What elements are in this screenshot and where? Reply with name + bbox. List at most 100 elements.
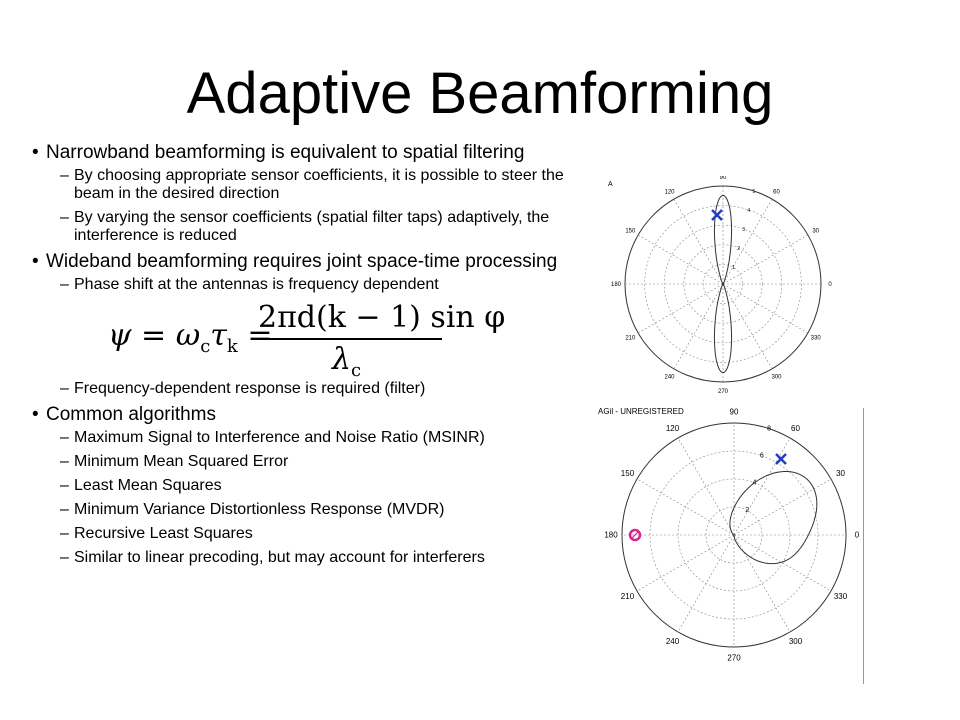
interferer-slash — [631, 531, 639, 539]
sub-bullet-text: By choosing appropriate sensor coefficie… — [74, 167, 564, 202]
angle-label: 30 — [812, 229, 819, 235]
angle-label: 300 — [771, 375, 782, 381]
dash-icon: – — [60, 501, 69, 518]
grid-spoke — [673, 283, 724, 370]
slide-title: Adaptive Beamforming — [186, 61, 774, 126]
angle-label: 30 — [836, 469, 845, 478]
radial-label: 5 — [752, 189, 755, 195]
marker-stroke — [775, 453, 787, 465]
sub-bullet-item: – By choosing appropriate sensor coeffic… — [28, 167, 588, 203]
formula-lhs: ψ = ωcτk = — [108, 318, 273, 357]
plot-header: A — [608, 181, 613, 188]
angle-label: 270 — [718, 389, 729, 395]
grid-spoke — [733, 534, 791, 633]
formula-denominator: λc — [332, 342, 362, 381]
marker-stroke — [711, 209, 723, 221]
bullet-item: • Common algorithms — [28, 404, 588, 425]
sub-bullet-text: Least Mean Squares — [74, 477, 222, 494]
radial-label: 1 — [732, 265, 735, 271]
angle-label: 180 — [604, 531, 618, 540]
sub-bullet-text: Minimum Mean Squared Error — [74, 453, 289, 470]
grid-ring — [621, 422, 847, 648]
sub-bullet-item: – Minimum Mean Squared Error — [28, 453, 588, 471]
grid-spoke — [722, 283, 773, 370]
radial-label: 2 — [737, 246, 740, 252]
bullet-dot-icon: • — [32, 142, 39, 163]
angle-label: 180 — [611, 282, 622, 288]
angle-label: 300 — [789, 637, 803, 646]
angle-label: 150 — [625, 229, 636, 235]
dash-icon: – — [60, 167, 69, 184]
sub-bullet-text: Minimum Variance Distortionless Response… — [74, 501, 445, 518]
grid-spoke — [673, 198, 724, 285]
sub-bullet-item: – Frequency-dependent response is requir… — [28, 380, 588, 398]
radial-label: 3 — [742, 227, 745, 233]
grid-spoke — [677, 534, 735, 633]
beam-pattern-curve — [713, 194, 733, 374]
beam-pattern-curve — [729, 471, 818, 565]
grid-spoke — [636, 478, 735, 536]
angle-label: 90 — [720, 176, 727, 181]
sub-bullet-text: Phase shift at the antennas is frequency… — [74, 276, 439, 293]
target-direction-marker — [711, 209, 723, 221]
grid-ring — [703, 264, 743, 304]
radial-labels: 1 2 3 4 5 — [732, 189, 755, 271]
grid-ring — [644, 205, 802, 363]
sub-bullet-item: – By varying the sensor coefficients (sp… — [28, 209, 588, 245]
bullet-item: • Wideband beamforming requires joint sp… — [28, 251, 588, 272]
angle-label: 60 — [791, 424, 800, 433]
formula-numerator: 2πd(k − 1) sin φ — [258, 300, 506, 335]
radial-label: 6 — [760, 453, 764, 460]
radial-label: 2 — [745, 507, 749, 514]
divider-line — [863, 408, 864, 684]
radial-label: 4 — [747, 208, 750, 214]
grid-spoke — [722, 234, 809, 285]
bullet-text: Common algorithms — [46, 404, 216, 425]
grid-spoke — [722, 198, 773, 285]
grid-spoke — [677, 437, 735, 536]
grid-ring — [683, 244, 763, 324]
angle-label: 240 — [666, 637, 680, 646]
dash-icon: – — [60, 380, 69, 397]
radial-label: 8 — [767, 425, 771, 432]
interferer-marker — [628, 528, 642, 542]
angle-label: 120 — [666, 424, 680, 433]
target-direction-marker — [775, 453, 787, 465]
phase-shift-formula: ψ = ωcτk = 2πd(k − 1) sin φ λc — [108, 300, 588, 381]
angle-label: 330 — [811, 336, 822, 342]
bullet-dot-icon: • — [32, 251, 39, 272]
grid-spoke — [637, 234, 724, 285]
angle-label: 0 — [855, 531, 860, 540]
fraction-bar — [256, 338, 442, 340]
sub-bullet-text: Similar to linear precoding, but may acc… — [74, 549, 485, 566]
grid-spoke — [722, 283, 809, 334]
sub-bullet-text: Frequency-dependent response is required… — [74, 380, 426, 397]
interferer-ring — [628, 528, 642, 542]
dash-icon: – — [60, 429, 69, 446]
grid-spoke — [636, 534, 735, 592]
angle-label: 270 — [727, 654, 741, 663]
angle-label: 150 — [621, 469, 635, 478]
sub-bullet-item: – Phase shift at the antennas is frequen… — [28, 276, 588, 294]
dash-icon: – — [60, 549, 69, 566]
dash-icon: – — [60, 525, 69, 542]
polar-grid — [624, 185, 822, 383]
angle-label: 210 — [625, 336, 636, 342]
sub-bullet-text: Maximum Signal to Interference and Noise… — [74, 429, 485, 446]
grid-spoke — [733, 478, 832, 536]
grid-spoke — [733, 534, 832, 592]
sub-bullet-item: – Maximum Signal to Interference and Noi… — [28, 429, 588, 447]
plot-header: AGil - UNREGISTERED — [598, 407, 684, 416]
polar-pattern-svg: AGil - UNREGISTERED 90603003303002702402… — [598, 407, 860, 663]
dash-icon: – — [60, 453, 69, 470]
angle-label: 240 — [664, 375, 675, 381]
sub-bullet-item: – Least Mean Squares — [28, 477, 588, 495]
dash-icon: – — [60, 477, 69, 494]
angle-label: 0 — [828, 282, 832, 288]
angle-label: 330 — [834, 592, 848, 601]
